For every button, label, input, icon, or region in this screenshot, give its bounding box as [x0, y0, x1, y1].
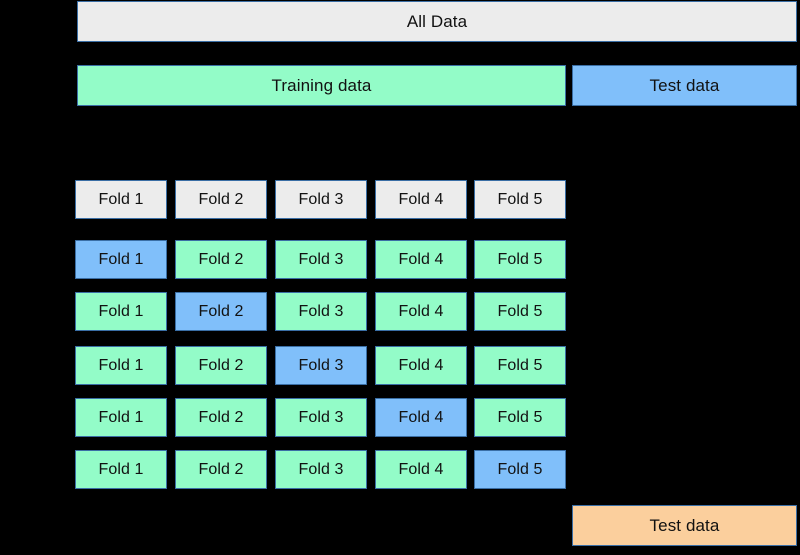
fold-cell: Fold 1 — [75, 346, 167, 385]
fold-cell: Fold 1 — [75, 240, 167, 279]
training-data-box: Training data — [77, 65, 566, 106]
fold-cell: Fold 2 — [175, 180, 267, 219]
fold-cell: Fold 2 — [175, 450, 267, 489]
fold-label: Fold 2 — [198, 250, 244, 268]
fold-cell: Fold 5 — [474, 398, 566, 437]
fold-cell: Fold 1 — [75, 292, 167, 331]
fold-label: Fold 3 — [298, 302, 344, 320]
fold-label: Fold 1 — [98, 356, 144, 374]
fold-label: Fold 2 — [198, 408, 244, 426]
fold-label: Fold 3 — [298, 250, 344, 268]
fold-cell: Fold 4 — [375, 240, 467, 279]
training-data-label: Training data — [271, 76, 372, 95]
fold-header-row: Fold 1 Fold 2 Fold 3 Fold 4 Fold 5 — [75, 180, 566, 219]
fold-label: Fold 2 — [198, 460, 244, 478]
cv-split-row: Fold 1 Fold 2 Fold 3 Fold 4 Fold 5 — [75, 346, 566, 385]
cv-split-row: Fold 1 Fold 2 Fold 3 Fold 4 Fold 5 — [75, 240, 566, 279]
fold-cell: Fold 3 — [275, 240, 367, 279]
fold-label: Fold 1 — [98, 460, 144, 478]
fold-label: Fold 4 — [398, 302, 444, 320]
fold-label: Fold 3 — [298, 460, 344, 478]
fold-cell: Fold 5 — [474, 292, 566, 331]
fold-cell: Fold 5 — [474, 450, 566, 489]
final-test-data-box: Test data — [572, 505, 797, 546]
fold-cell: Fold 5 — [474, 240, 566, 279]
fold-cell: Fold 1 — [75, 180, 167, 219]
fold-cell: Fold 4 — [375, 180, 467, 219]
cv-split-row: Fold 1 Fold 2 Fold 3 Fold 4 Fold 5 — [75, 450, 566, 489]
fold-cell: Fold 4 — [375, 292, 467, 331]
fold-label: Fold 1 — [98, 190, 144, 208]
fold-cell: Fold 3 — [275, 180, 367, 219]
fold-cell: Fold 4 — [375, 346, 467, 385]
fold-cell: Fold 2 — [175, 398, 267, 437]
fold-label: Fold 3 — [298, 356, 344, 374]
test-data-label: Test data — [649, 76, 720, 95]
fold-label: Fold 3 — [298, 408, 344, 426]
fold-label: Fold 1 — [98, 302, 144, 320]
fold-cell: Fold 3 — [275, 398, 367, 437]
fold-label: Fold 4 — [398, 356, 444, 374]
fold-cell: Fold 3 — [275, 450, 367, 489]
fold-label: Fold 2 — [198, 356, 244, 374]
fold-cell: Fold 3 — [275, 346, 367, 385]
fold-cell: Fold 2 — [175, 292, 267, 331]
fold-cell: Fold 1 — [75, 398, 167, 437]
fold-label: Fold 1 — [98, 408, 144, 426]
fold-cell: Fold 4 — [375, 398, 467, 437]
fold-cell: Fold 2 — [175, 346, 267, 385]
fold-label: Fold 5 — [497, 250, 543, 268]
cv-split-row: Fold 1 Fold 2 Fold 3 Fold 4 Fold 5 — [75, 398, 566, 437]
fold-label: Fold 5 — [497, 190, 543, 208]
fold-cell: Fold 3 — [275, 292, 367, 331]
all-data-label: All Data — [406, 12, 468, 31]
fold-label: Fold 3 — [298, 190, 344, 208]
fold-label: Fold 4 — [398, 460, 444, 478]
fold-cell: Fold 4 — [375, 450, 467, 489]
fold-cell: Fold 5 — [474, 180, 566, 219]
all-data-box: All Data — [77, 1, 797, 42]
fold-label: Fold 5 — [497, 408, 543, 426]
fold-cell: Fold 2 — [175, 240, 267, 279]
fold-label: Fold 4 — [398, 408, 444, 426]
fold-label: Fold 1 — [98, 250, 144, 268]
test-data-box: Test data — [572, 65, 797, 106]
fold-label: Fold 4 — [398, 190, 444, 208]
fold-label: Fold 5 — [497, 302, 543, 320]
fold-label: Fold 5 — [497, 460, 543, 478]
fold-cell: Fold 5 — [474, 346, 566, 385]
fold-label: Fold 5 — [497, 356, 543, 374]
fold-label: Fold 4 — [398, 250, 444, 268]
fold-label: Fold 2 — [198, 190, 244, 208]
fold-cell: Fold 1 — [75, 450, 167, 489]
final-test-data-label: Test data — [649, 516, 720, 535]
fold-label: Fold 2 — [198, 302, 244, 320]
cv-split-row: Fold 1 Fold 2 Fold 3 Fold 4 Fold 5 — [75, 292, 566, 331]
